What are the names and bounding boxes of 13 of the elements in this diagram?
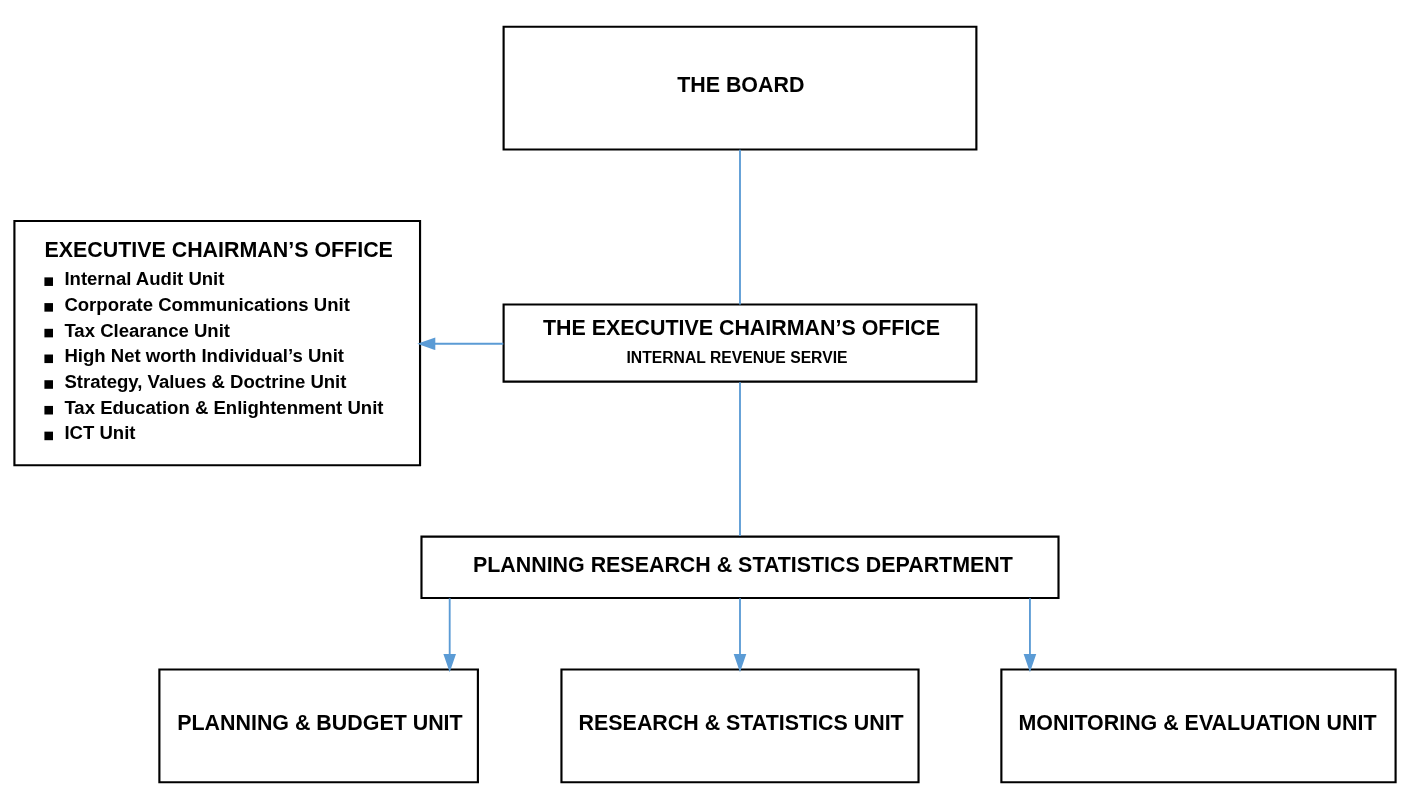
node-box: THE BOARD	[502, 25, 978, 151]
node-box: THE EXECUTIVE CHAIRMAN’S OFFICE INTERNAL REVENUE SERVIE	[502, 302, 978, 383]
arrow	[417, 337, 505, 350]
node-box: RESEARCH & STATISTICS UNIT	[560, 667, 920, 783]
node-box: MONITORING & EVALUATION UNIT	[1000, 667, 1397, 783]
arrow	[1023, 596, 1037, 672]
arrow	[733, 596, 747, 672]
connector	[739, 380, 741, 537]
node-box: PLANNING RESEARCH & STATISTICS DEPARTMENT	[420, 535, 1060, 599]
arrow	[443, 596, 456, 672]
node-box: PLANNING & BUDGET UNIT	[158, 667, 479, 783]
connector	[739, 148, 741, 305]
node-box: EXECUTIVE CHAIRMAN’S OFFICE Internal Audit Unit Corporate Communications Unit Tax Clearance Unit High Net worth Individual’s Unit Strategy, Values & Doctrine Unit Tax Education & Enlightenment Unit ICT Unit	[13, 219, 422, 466]
